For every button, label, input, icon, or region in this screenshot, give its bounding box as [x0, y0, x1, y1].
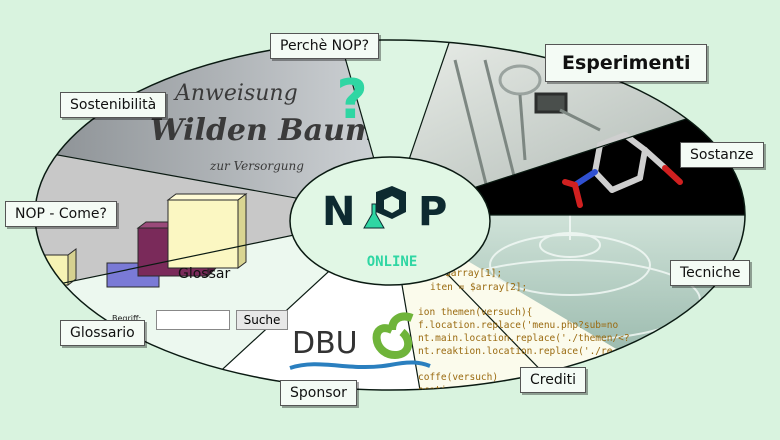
svg-text:nt.reaktion.location.replace(': nt.reaktion.location.replace('./re	[418, 346, 613, 357]
search-button[interactable]: Suche	[236, 310, 288, 330]
nav-perche-nop[interactable]: Perchè NOP?	[270, 33, 380, 59]
flask-logo-icon	[363, 186, 406, 229]
nav-crediti[interactable]: Crediti	[520, 367, 586, 393]
nav-sostanze[interactable]: Sostanze	[680, 142, 764, 168]
dbu-leaf-icon	[372, 312, 414, 360]
nav-esperimenti[interactable]: Esperimenti	[545, 44, 708, 82]
nav-glossario[interactable]: Glossario	[60, 320, 145, 346]
search-caption: Begriff:	[112, 314, 142, 323]
svg-text:$array[1];: $array[1];	[445, 268, 502, 279]
nav-sostenibilita[interactable]: Sostenibilità	[60, 92, 167, 118]
dbu-wordmark: DBU	[292, 326, 358, 361]
svg-text:iten = $array[2];: iten = $array[2];	[430, 282, 527, 293]
perche-segment[interactable]	[340, 40, 450, 215]
logo-p: P	[418, 189, 447, 235]
svg-text:f.location.replace('menu.php?s: f.location.replace('menu.php?sub=no	[418, 320, 618, 331]
logo-subtitle: ONLINE	[367, 254, 418, 270]
nav-sponsor[interactable]: Sponsor	[280, 380, 357, 406]
logo-n: N	[322, 189, 355, 235]
nav-tecniche[interactable]: Tecniche	[670, 260, 751, 286]
dbu-wave-icon	[289, 360, 431, 370]
svg-text:ocation.repl: ocation.repl	[418, 385, 487, 396]
svg-text:coffe(versuch): coffe(versuch)	[418, 372, 498, 383]
book-line-3: zur Versorgung	[209, 159, 304, 173]
glossar-text: Glossar	[178, 266, 230, 282]
center-logo[interactable]	[289, 156, 491, 286]
question-mark-icon: ?	[336, 68, 367, 131]
book-line-1: Anweisung	[173, 81, 298, 106]
glossary-search-input[interactable]	[156, 310, 230, 330]
molecule-model	[562, 132, 683, 208]
nav-nop-come[interactable]: NOP - Come?	[5, 201, 117, 227]
svg-text:ion themen(versuch){: ion themen(versuch){	[418, 307, 532, 318]
svg-text:nt.main.location.replace('./th: nt.main.location.replace('./themen/<?	[418, 333, 630, 344]
